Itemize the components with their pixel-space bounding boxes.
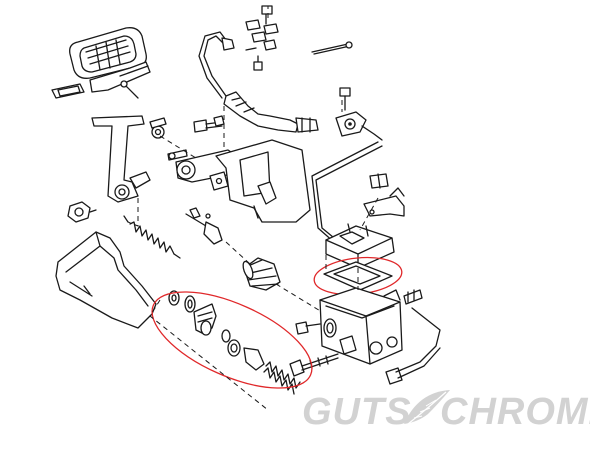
master-cylinder-boot [242,257,281,291]
watermark-right-word: CHROME [440,391,590,433]
cotter-pin [311,41,353,55]
master-cylinder-rebuild-kit [168,290,301,395]
pedal-pad-retainer [51,83,85,99]
brake-pedal-arm [91,115,151,203]
feather-icon [404,390,450,425]
assembly-guide-lines [127,6,379,411]
brake-hose [223,91,319,133]
pivot-washer-set [149,117,167,139]
pedal-screw [120,80,139,99]
rubber-plug [369,173,389,189]
bleeder-screw [403,289,423,305]
pedal-bracket [175,139,311,223]
master-cylinder-bolts [289,307,441,385]
pedal-return-spring [123,215,181,259]
clevis-pin [167,149,188,161]
reservoir-cover [325,223,395,269]
pedal-cover [55,231,157,329]
brake-line-fittings [245,5,279,71]
bracket-nut [213,115,225,127]
master-cylinder-body [319,287,403,365]
brake-line-upper [198,31,235,99]
line-bracket [363,187,405,217]
reservoir-gasket [323,261,393,291]
rebuild-kit-highlight-ring [151,291,313,389]
pivot-nut [67,201,97,223]
brake-pedal-pad [69,27,151,93]
banjo-bolt [339,87,351,111]
pushrod [185,207,223,245]
brake-tee-fitting [335,111,367,137]
guts-chrome-watermark: GUTS CHROME [302,390,590,433]
watermark-left-word: GUTS [302,391,412,433]
bracket-bolt [193,119,223,133]
